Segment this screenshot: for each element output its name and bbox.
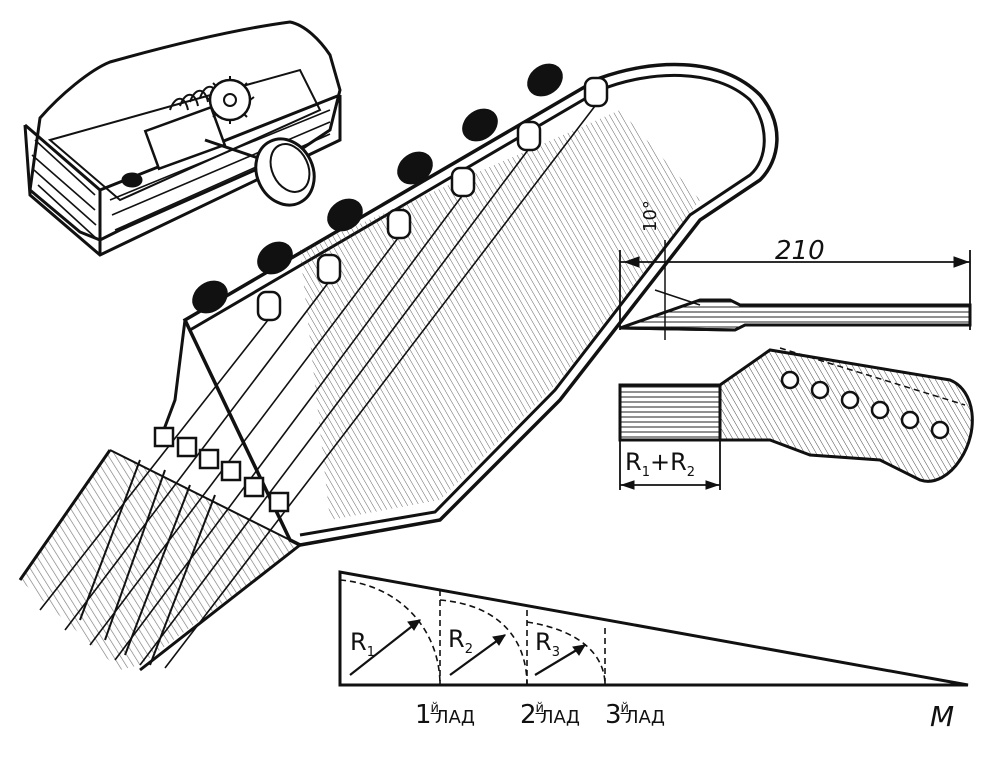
fret-wedge — [338, 570, 969, 687]
top-view-blank — [618, 347, 974, 490]
headstock — [18, 62, 779, 672]
end-point-label: M — [930, 700, 955, 733]
angle-10-label: 10° — [640, 200, 661, 232]
radius-sum-label: R1+R2 — [625, 448, 696, 480]
tuner-detail — [23, 20, 342, 257]
side-profile — [619, 240, 972, 340]
dimension-210-label: 210 — [775, 236, 825, 266]
radius-label-1: R1 — [350, 628, 375, 660]
fret-label-2: 2йЛАД — [520, 700, 580, 730]
radius-label-3: R3 — [535, 628, 560, 660]
fret-label-3: 3йЛАД — [605, 700, 665, 730]
radius-label-2: R2 — [448, 625, 473, 657]
arrow-right-icon — [953, 256, 970, 268]
arrow-left-icon — [623, 256, 640, 268]
fret-label-1: 1йЛАД — [415, 700, 475, 730]
